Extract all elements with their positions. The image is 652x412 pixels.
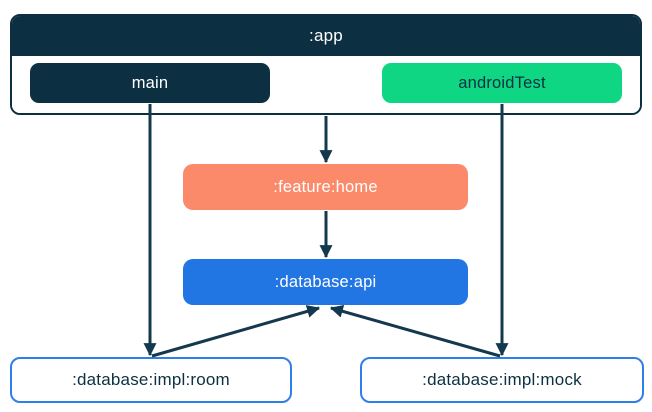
node-database-impl-room-label: :database:impl:room [72, 370, 230, 389]
node-database-api: :database:api [183, 259, 468, 305]
node-feature-home: :feature:home [183, 164, 468, 210]
node-feature-home-label: :feature:home [273, 177, 378, 196]
node-database-impl-mock-label: :database:impl:mock [422, 370, 582, 389]
node-app-label: :app [309, 26, 343, 45]
node-androidtest: androidTest [382, 63, 622, 103]
node-database-impl-room: :database:impl:room [10, 357, 292, 403]
node-app-header: :app [12, 16, 640, 56]
node-androidtest-label: androidTest [458, 73, 546, 92]
edge-database-impl-room-to-database-api [151, 305, 321, 358]
node-app-body: main androidTest [12, 56, 640, 113]
node-main: main [30, 63, 270, 103]
node-main-label: main [131, 73, 169, 92]
node-app: :app main androidTest [10, 14, 642, 115]
node-database-impl-mock: :database:impl:mock [360, 357, 644, 403]
node-database-api-label: :database:api [274, 272, 377, 291]
edge-database-impl-mock-to-database-api [329, 305, 501, 358]
